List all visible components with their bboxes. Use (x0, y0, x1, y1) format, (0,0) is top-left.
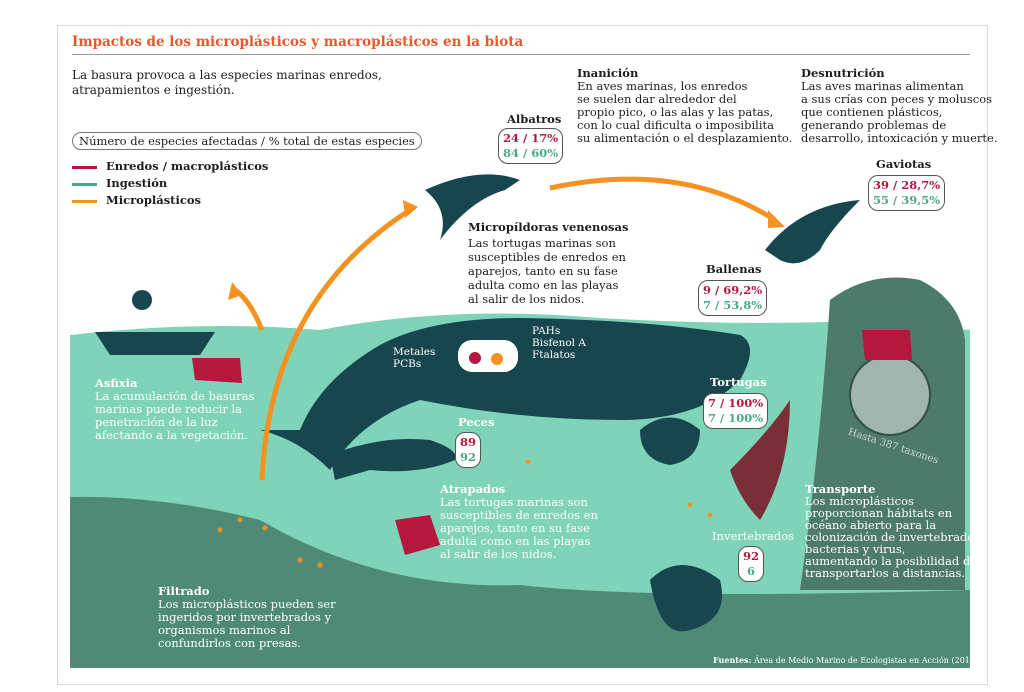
bacteria-circle (849, 354, 931, 436)
invertebrados-label: Invertebrados (712, 529, 795, 543)
whale-pill (458, 340, 518, 372)
seagull (765, 200, 860, 264)
fisherman (132, 290, 152, 310)
whale (260, 318, 750, 470)
intro-line: La basura provoca a las especies marinas… (72, 68, 382, 82)
plastic-bag (395, 515, 440, 555)
infographic-frame (57, 25, 988, 685)
tortugas-stats: 7 / 100%7 / 100% (703, 393, 769, 429)
sea-floor (70, 496, 970, 668)
fish (330, 439, 456, 480)
arrow-microplastics (259, 207, 412, 481)
albatros-stats: 24 / 17%84 / 60% (498, 128, 564, 164)
intro-line: atrapamientos e ingestión. (72, 83, 235, 97)
boat (95, 332, 215, 355)
ballenas-stats: 9 / 69,2%7 / 53,8% (698, 280, 768, 316)
plastic-bag (192, 358, 242, 383)
octopus (650, 565, 722, 632)
note-micropildoras: Micropíldoras venenosas Las tortugas mar… (468, 220, 629, 306)
legend-item-microplastics: Microplásticos (72, 193, 201, 207)
intro-text: La basura provoca a las especies marinas… (72, 68, 382, 98)
plastic-bag (862, 330, 912, 360)
page-title: Impactos de los microplásticos y macropl… (72, 34, 524, 50)
albatross (425, 174, 520, 240)
coral (730, 400, 790, 520)
peces-label: Peces (458, 415, 495, 429)
turtle (640, 417, 700, 465)
arrow-microplastics (549, 176, 777, 223)
albatros-label: Albatros (507, 112, 562, 126)
gaviotas-stats: 39 / 28,7%55 / 39,5% (868, 175, 946, 211)
legend-item-ingestion: Ingestión (72, 176, 167, 190)
gaviotas-label: Gaviotas (876, 157, 932, 171)
ballenas-label: Ballenas (706, 262, 762, 276)
legend-heading: Número de especies afectadas / % total d… (72, 132, 422, 150)
tortugas-label: Tortugas (710, 375, 767, 389)
source-note: Fuentes: Área de Medio Marino de Ecologi… (713, 655, 981, 665)
legend-item-entanglement: Enredos / macroplásticos (72, 159, 268, 173)
title-divider (72, 54, 970, 55)
